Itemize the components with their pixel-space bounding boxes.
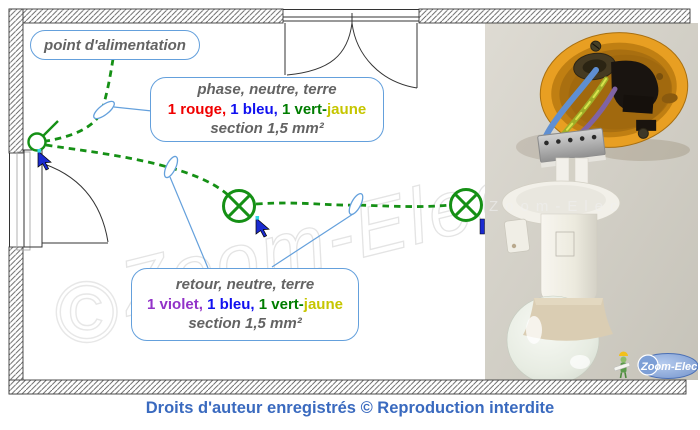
logo-mascot-icon bbox=[613, 351, 631, 379]
wall-left-upper bbox=[8, 8, 24, 154]
supply-cable-conductors: phase, neutre, terre bbox=[197, 81, 337, 99]
switch-symbol bbox=[27, 120, 59, 152]
copyright-notice: Droits d'auteur enregistrés © Reproducti… bbox=[145, 399, 555, 417]
floorplan-walls bbox=[8, 8, 691, 395]
supply-cable-section: section 1,5 mm² bbox=[210, 120, 324, 138]
wire-violet-label: 1 violet, bbox=[147, 295, 208, 313]
photo-watermark-text: Zoom-Elec bbox=[489, 198, 625, 215]
wall-top-right bbox=[418, 8, 691, 24]
wire-blue-label: 1 bleu, bbox=[230, 100, 282, 118]
wire-yellow-label: jaune bbox=[303, 295, 343, 313]
photo-lamp-holder bbox=[501, 157, 621, 339]
supply-point-label: point d'alimentation bbox=[44, 36, 186, 54]
wall-top-left bbox=[8, 8, 284, 24]
wire-green-label: 1 vert- bbox=[281, 100, 328, 118]
callout-leader-lines bbox=[113, 106, 354, 269]
cursor-icon-lamp2-clipped bbox=[479, 218, 485, 235]
wall-bottom bbox=[8, 379, 687, 395]
cable-marker-supply bbox=[93, 100, 115, 120]
cable-marker-return-1 bbox=[163, 155, 179, 179]
return-cable-conductors: retour, neutre, terre bbox=[175, 276, 315, 294]
callout-supply-point: point d'alimentation bbox=[30, 30, 200, 60]
cable-marker-return-2 bbox=[348, 192, 364, 216]
cable-lamp1-to-lamp2 bbox=[255, 201, 451, 208]
return-cable-section: section 1,5 mm² bbox=[188, 315, 302, 333]
wire-red-label: 1 rouge, bbox=[167, 100, 231, 118]
window-symbol bbox=[283, 9, 419, 89]
photo-wire-blue bbox=[543, 67, 599, 139]
logo-z-circle bbox=[637, 354, 659, 376]
callout-supply-cable: phase, neutre, terre 1 rouge, 1 bleu, 1 … bbox=[150, 77, 384, 142]
wall-left-lower bbox=[8, 246, 24, 395]
watermark-copyright-symbol: © bbox=[55, 265, 118, 361]
cable-markers bbox=[93, 100, 364, 216]
door-symbol bbox=[9, 149, 109, 251]
return-cable-wire-colors: 1 violet, 1 bleu, 1 vert-jaune bbox=[147, 295, 343, 315]
callout-return-cable: retour, neutre, terre 1 violet, 1 bleu, … bbox=[131, 268, 359, 341]
logo-text: Zoom-Elec bbox=[640, 361, 697, 373]
wire-blue-label: 1 bleu, bbox=[207, 295, 259, 313]
supply-cable-wire-colors: 1 rouge, 1 bleu, 1 vert-jaune bbox=[168, 100, 366, 120]
wire-green-label: 1 vert- bbox=[258, 295, 304, 313]
wire-yellow-label: jaune bbox=[327, 100, 367, 118]
photo-light-bulb bbox=[506, 295, 613, 380]
lamp-symbol-1 bbox=[222, 189, 256, 223]
cable-switch-to-lamp1 bbox=[45, 143, 229, 197]
lamp-symbol-2 bbox=[449, 188, 483, 222]
brand-logo: Zoom-Elec bbox=[613, 351, 698, 379]
photo-light-fixture: Zoom-Elec Zoom-Elec bbox=[485, 23, 698, 380]
